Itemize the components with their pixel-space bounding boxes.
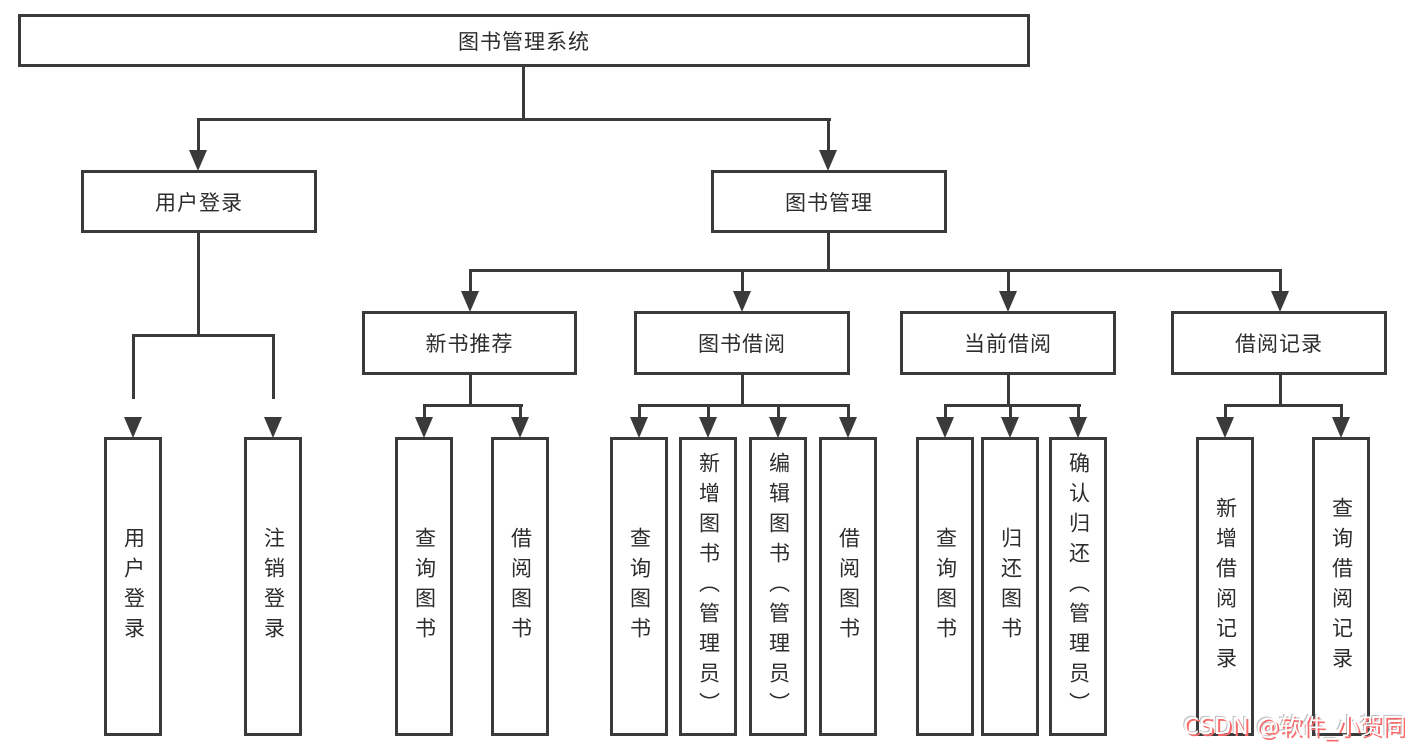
connector	[827, 233, 830, 271]
node-label: 用户登录	[121, 526, 146, 647]
leaf-borrow-edit-book-admin: 编辑图书（管理员）	[749, 437, 807, 736]
arrowhead-icon	[936, 417, 954, 438]
connector	[707, 404, 710, 418]
node-label: 借阅图书	[836, 526, 861, 647]
arrowhead-icon	[1216, 417, 1234, 438]
connector	[638, 404, 641, 418]
arrowhead-icon	[1001, 417, 1019, 438]
leaf-borrow-borrow-book: 借阅图书	[819, 437, 877, 736]
node-new-book-recommend: 新书推荐	[362, 311, 577, 375]
connector	[423, 404, 523, 407]
connector	[132, 334, 275, 337]
connector	[272, 334, 275, 399]
node-label: 借阅图书	[508, 526, 533, 647]
node-label: 归还图书	[998, 526, 1023, 647]
arrowhead-icon	[461, 291, 479, 312]
connector	[777, 404, 780, 418]
arrowhead-icon	[511, 417, 529, 438]
node-label: 借阅记录	[1235, 332, 1323, 356]
connector	[1009, 404, 1012, 418]
leaf-record-query-record: 查询借阅记录	[1312, 437, 1370, 736]
leaf-newbook-query-book: 查询图书	[395, 437, 453, 736]
node-root-system: 图书管理系统	[18, 14, 1030, 67]
arrowhead-icon	[189, 150, 207, 171]
arrowhead-icon	[124, 417, 142, 438]
connector	[197, 233, 200, 336]
arrowhead-icon	[819, 150, 837, 171]
node-current-borrow: 当前借阅	[900, 311, 1116, 375]
connector	[197, 118, 200, 151]
node-label: 图书借阅	[698, 332, 786, 356]
leaf-current-query-book: 查询图书	[916, 437, 974, 736]
arrowhead-icon	[630, 417, 648, 438]
connector	[1007, 375, 1010, 406]
arrowhead-icon	[1069, 417, 1087, 438]
leaf-record-add-record: 新增借阅记录	[1196, 437, 1254, 736]
connector	[522, 65, 525, 120]
arrowhead-icon	[769, 417, 787, 438]
connector	[132, 334, 135, 399]
connector	[469, 375, 472, 406]
arrowhead-icon	[415, 417, 433, 438]
connector	[1224, 404, 1343, 407]
node-label: 图书管理	[785, 190, 873, 215]
leaf-current-return-book: 归还图书	[981, 437, 1039, 736]
connector	[638, 404, 850, 407]
connector	[519, 404, 522, 418]
node-label: 查询图书	[933, 526, 958, 647]
node-label: 新书推荐	[425, 332, 514, 356]
leaf-borrow-query-book: 查询图书	[610, 437, 668, 736]
connector	[944, 404, 1081, 407]
leaf-logout: 注销登录	[244, 437, 302, 736]
node-book-borrow: 图书借阅	[634, 311, 850, 375]
node-book-management: 图书管理	[711, 170, 947, 233]
connector	[1224, 404, 1227, 418]
connector	[847, 404, 850, 418]
node-label: 查询借阅记录	[1329, 496, 1354, 677]
arrowhead-icon	[733, 291, 751, 312]
connector	[1279, 375, 1282, 406]
node-borrow-record: 借阅记录	[1171, 311, 1387, 375]
connector	[469, 269, 472, 292]
connector	[741, 375, 744, 406]
arrowhead-icon	[1271, 291, 1289, 312]
connector	[1007, 269, 1010, 292]
node-label: 新增借阅记录	[1213, 496, 1238, 677]
connector	[1077, 404, 1080, 418]
arrowhead-icon	[999, 291, 1017, 312]
connector	[1340, 404, 1343, 418]
arrowhead-icon	[1332, 417, 1350, 438]
arrowhead-icon	[839, 417, 857, 438]
node-label: 查询图书	[627, 526, 652, 647]
node-label: 注销登录	[261, 526, 286, 647]
connector	[423, 404, 426, 418]
arrowhead-icon	[264, 417, 282, 438]
node-label: 图书管理系统	[458, 29, 590, 54]
node-user-login: 用户登录	[81, 170, 317, 233]
connector	[944, 404, 947, 418]
connector	[741, 269, 744, 292]
node-label: 确认归还（管理员）	[1066, 451, 1091, 722]
node-label: 新增图书（管理员）	[696, 451, 721, 722]
leaf-user-login: 用户登录	[104, 437, 162, 736]
connector	[1279, 269, 1282, 292]
node-label: 当前借阅	[964, 332, 1052, 356]
arrowhead-icon	[699, 417, 717, 438]
leaf-current-confirm-return-admin: 确认归还（管理员）	[1049, 437, 1107, 736]
node-label: 编辑图书（管理员）	[766, 451, 791, 722]
connector	[827, 118, 830, 151]
connector	[469, 269, 1282, 272]
node-label: 用户登录	[155, 190, 243, 215]
node-label: 查询图书	[412, 526, 437, 647]
connector	[197, 118, 831, 121]
leaf-borrow-add-book-admin: 新增图书（管理员）	[679, 437, 737, 736]
leaf-newbook-borrow-book: 借阅图书	[491, 437, 549, 736]
